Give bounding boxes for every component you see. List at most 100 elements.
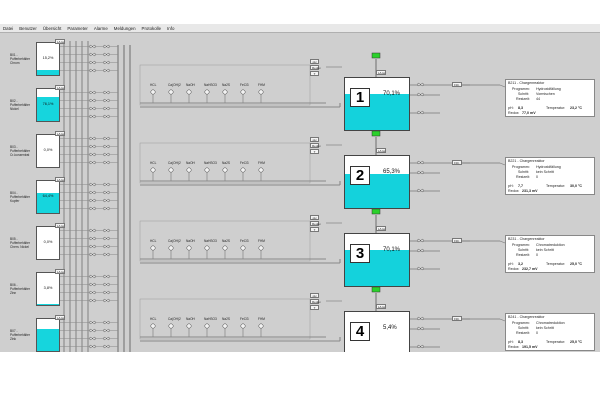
valve-icon[interactable]: [103, 252, 110, 257]
reactor-level-tag[interactable]: L/Ltw: [376, 304, 386, 309]
valve-icon[interactable]: [89, 98, 96, 103]
dosing-pump-icon[interactable]: [150, 245, 156, 251]
valve-icon[interactable]: [103, 244, 110, 249]
valve-icon[interactable]: [103, 114, 110, 119]
buffer-tank[interactable]: [36, 318, 60, 352]
valve-icon[interactable]: [103, 206, 110, 211]
valve-icon[interactable]: [103, 198, 110, 203]
level-tag[interactable]: L/Ltw: [55, 315, 65, 320]
buffer-tank[interactable]: 76,1%: [36, 88, 60, 122]
valve-icon[interactable]: [417, 188, 424, 193]
dosing-pump-icon[interactable]: [204, 245, 210, 251]
dosing-pump-icon[interactable]: [258, 245, 264, 251]
valve-icon[interactable]: [103, 190, 110, 195]
buffer-tank[interactable]: 64,4%: [36, 180, 60, 214]
dosing-pump-icon[interactable]: [240, 89, 246, 95]
valve-icon[interactable]: [89, 344, 96, 349]
dosing-pump-icon[interactable]: [204, 167, 210, 173]
buffer-tank[interactable]: 15,2%: [36, 42, 60, 76]
dosing-pump-icon[interactable]: [186, 323, 192, 329]
valve-icon[interactable]: [89, 252, 96, 257]
valve-icon[interactable]: [89, 152, 96, 157]
valve-icon[interactable]: [89, 52, 96, 57]
sensor-tag-ph[interactable]: pH: [310, 59, 319, 64]
menu-item-parameter[interactable]: Parameter: [67, 26, 88, 31]
filter-tag[interactable]: Filtr.: [452, 82, 462, 87]
sensor-tag-temp[interactable]: T: [310, 227, 319, 232]
dosing-pump-icon[interactable]: [240, 323, 246, 329]
valve-icon[interactable]: [89, 136, 96, 141]
valve-icon[interactable]: [103, 336, 110, 341]
valve-icon[interactable]: [89, 160, 96, 165]
dosing-pump-icon[interactable]: [186, 167, 192, 173]
valve-icon[interactable]: [89, 320, 96, 325]
dosing-pump-icon[interactable]: [186, 245, 192, 251]
valve-icon[interactable]: [89, 190, 96, 195]
valve-icon[interactable]: [103, 298, 110, 303]
dosing-pump-icon[interactable]: [258, 167, 264, 173]
reactor-level-tag[interactable]: L/Ltw: [376, 70, 386, 75]
valve-icon[interactable]: [89, 236, 96, 241]
valve-icon[interactable]: [89, 328, 96, 333]
sensor-tag-temp[interactable]: T: [310, 71, 319, 76]
buffer-tank[interactable]: 3,8%: [36, 272, 60, 306]
valve-icon[interactable]: [103, 144, 110, 149]
sensor-tag-temp[interactable]: T: [310, 149, 319, 154]
sensor-tag-ph[interactable]: pH: [310, 293, 319, 298]
valve-icon[interactable]: [89, 282, 96, 287]
valve-icon[interactable]: [103, 236, 110, 241]
valve-icon[interactable]: [89, 106, 96, 111]
sensor-tag-redox[interactable]: Redox: [310, 143, 321, 148]
reactor-level-tag[interactable]: L/Ltw: [376, 226, 386, 231]
sensor-tag-redox[interactable]: Redox: [310, 299, 321, 304]
valve-icon[interactable]: [89, 228, 96, 233]
dosing-pump-icon[interactable]: [150, 167, 156, 173]
dosing-pump-icon[interactable]: [168, 167, 174, 173]
valve-icon[interactable]: [103, 274, 110, 279]
valve-icon[interactable]: [89, 90, 96, 95]
valve-icon[interactable]: [103, 344, 110, 349]
valve-icon[interactable]: [417, 160, 424, 165]
sensor-tag-redox[interactable]: Redox: [310, 221, 321, 226]
valve-icon[interactable]: [417, 248, 424, 253]
valve-icon[interactable]: [103, 320, 110, 325]
valve-icon[interactable]: [89, 298, 96, 303]
menu-item-protokolle[interactable]: Protokolle: [141, 26, 162, 31]
valve-icon[interactable]: [417, 344, 424, 349]
menu-item-benutzer[interactable]: Benutzer: [19, 26, 37, 31]
valve-icon[interactable]: [417, 316, 424, 321]
menu-item-datei[interactable]: Datei: [3, 26, 14, 31]
valve-icon[interactable]: [417, 92, 424, 97]
dosing-pump-icon[interactable]: [222, 89, 228, 95]
valve-icon[interactable]: [103, 290, 110, 295]
valve-icon[interactable]: [103, 60, 110, 65]
valve-icon[interactable]: [103, 152, 110, 157]
valve-icon[interactable]: [417, 82, 424, 87]
valve-icon[interactable]: [103, 52, 110, 57]
level-tag[interactable]: L/Ltw: [55, 223, 65, 228]
reactor-level-tag[interactable]: L/Ltw: [376, 148, 386, 153]
level-tag[interactable]: L/Ltw: [55, 177, 65, 182]
valve-icon[interactable]: [417, 266, 424, 271]
filter-tag[interactable]: Filtr.: [452, 238, 462, 243]
dosing-pump-icon[interactable]: [222, 323, 228, 329]
valve-icon[interactable]: [89, 44, 96, 49]
valve-icon[interactable]: [103, 160, 110, 165]
valve-icon[interactable]: [89, 274, 96, 279]
valve-icon[interactable]: [103, 90, 110, 95]
menu-item-uebersicht[interactable]: Übersicht: [42, 26, 62, 31]
dosing-pump-icon[interactable]: [240, 245, 246, 251]
dosing-pump-icon[interactable]: [150, 89, 156, 95]
valve-icon[interactable]: [89, 198, 96, 203]
valve-icon[interactable]: [417, 110, 424, 115]
valve-icon[interactable]: [103, 98, 110, 103]
valve-icon[interactable]: [89, 206, 96, 211]
